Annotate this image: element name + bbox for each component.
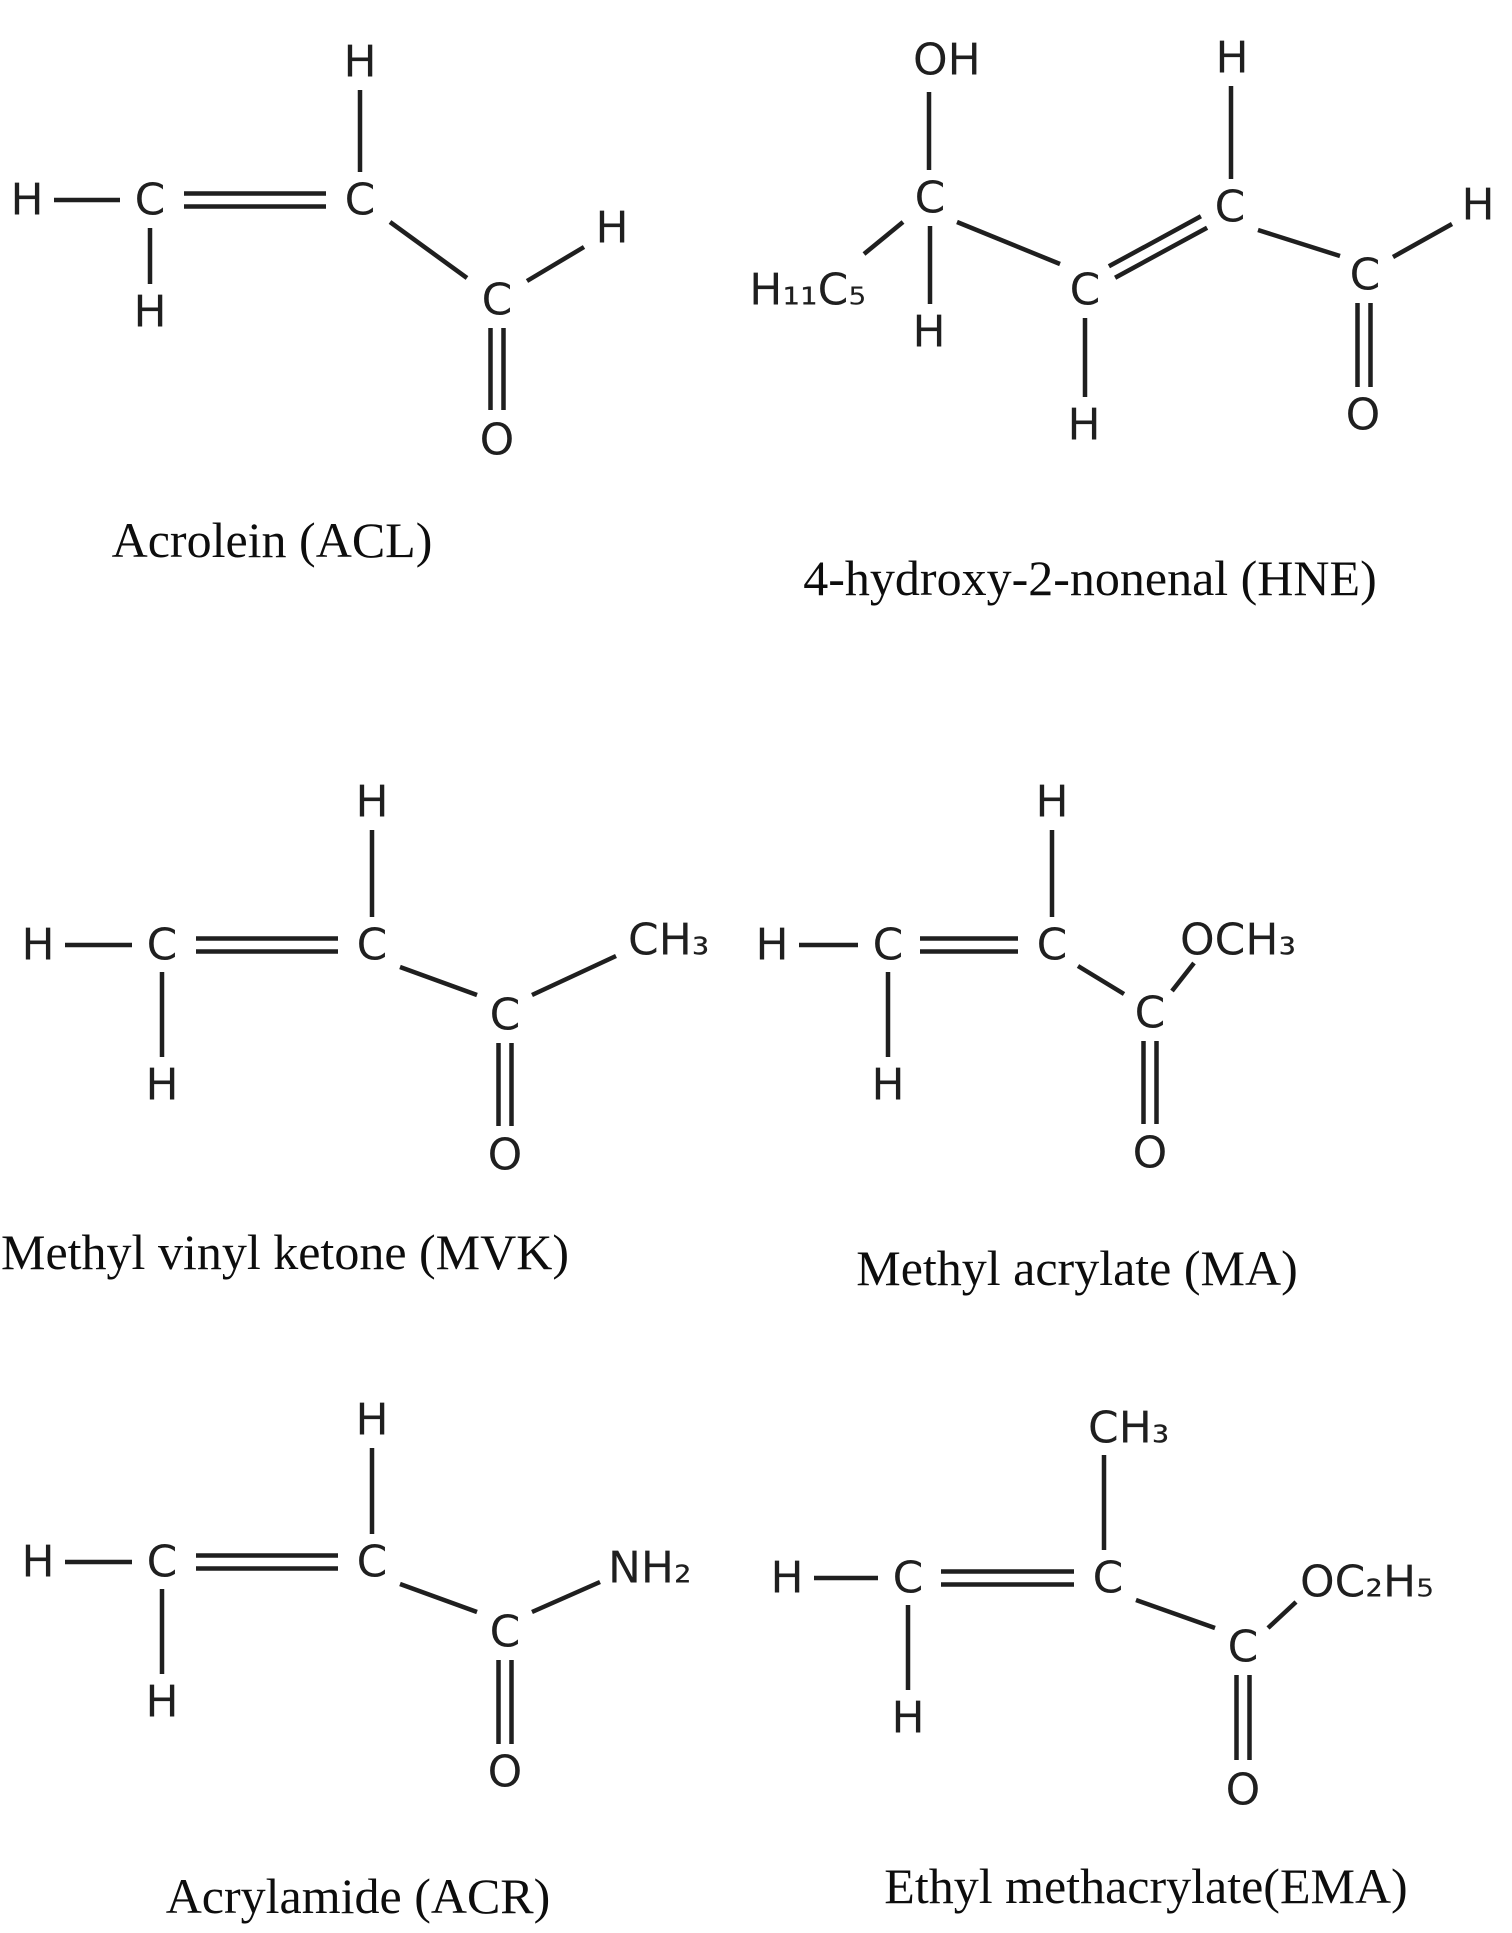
caption-ema: Ethyl methacrylate(EMA) bbox=[884, 1858, 1408, 1914]
molecule-hne: OH C H₁₁C₅ H C H C H C H O bbox=[749, 33, 1494, 451]
atom-label: CH₃ bbox=[1088, 1403, 1169, 1454]
caption-acr: Acrylamide (ACR) bbox=[165, 1868, 551, 1924]
double-bond bbox=[1114, 225, 1209, 280]
atom-label: C bbox=[490, 990, 521, 1041]
molecule-acl: H C C H H C H O bbox=[10, 37, 628, 466]
atom-label: H bbox=[21, 920, 54, 971]
atom-label: O bbox=[488, 1130, 523, 1181]
atom-label: O bbox=[488, 1747, 523, 1798]
atom-label: H bbox=[1035, 777, 1068, 828]
caption-hne: 4-hydroxy-2-nonenal (HNE) bbox=[803, 550, 1377, 606]
atom-label: C bbox=[893, 1553, 924, 1604]
atom-label: O bbox=[1133, 1128, 1168, 1179]
atom-label: H bbox=[912, 307, 945, 358]
atom-label: C bbox=[482, 275, 513, 326]
atom-label: C bbox=[1070, 265, 1101, 316]
atom-label: H₁₁C₅ bbox=[749, 265, 866, 316]
single-bond bbox=[399, 964, 478, 998]
atom-label: C bbox=[1215, 182, 1246, 233]
atom-label: C bbox=[1135, 988, 1166, 1039]
caption-mvk: Methyl vinyl ketone (MVK) bbox=[1, 1224, 569, 1280]
atom-label: H bbox=[355, 777, 388, 828]
atom-label: H bbox=[1067, 400, 1100, 451]
atom-label: C bbox=[1228, 1622, 1259, 1673]
single-bond bbox=[399, 1581, 478, 1615]
atom-label: C bbox=[357, 1537, 388, 1588]
single-bond bbox=[525, 245, 586, 283]
caption-acrolein: Acrolein (ACL) bbox=[111, 512, 433, 568]
atom-label: H bbox=[10, 175, 43, 226]
single-bond bbox=[1135, 1597, 1216, 1631]
atom-label: H bbox=[755, 920, 788, 971]
atom-label: H bbox=[891, 1693, 924, 1744]
atom-label: H bbox=[145, 1677, 178, 1728]
atom-label: C bbox=[490, 1607, 521, 1658]
atom-label: O bbox=[480, 415, 515, 466]
molecule-ema: H C C CH₃ H C OC₂H₅ O bbox=[770, 1403, 1433, 1816]
atom-label: C bbox=[135, 175, 166, 226]
atom-label: OCH₃ bbox=[1180, 915, 1296, 966]
atom-label: H bbox=[1215, 33, 1248, 84]
atom-label: C bbox=[147, 920, 178, 971]
atom-label: OC₂H₅ bbox=[1300, 1557, 1434, 1608]
single-bond bbox=[1170, 961, 1196, 993]
single-bond bbox=[531, 953, 617, 998]
atom-label: H bbox=[1461, 180, 1494, 231]
molecule-acr: H C C H H C NH₂ O bbox=[21, 1395, 691, 1798]
atom-label: OH bbox=[913, 35, 981, 86]
single-bond bbox=[862, 220, 905, 256]
atom-label: H bbox=[355, 1395, 388, 1446]
single-bond bbox=[1391, 222, 1454, 259]
double-bond bbox=[1107, 214, 1202, 269]
single-bond bbox=[1257, 227, 1341, 259]
atom-label: O bbox=[1346, 390, 1381, 441]
atom-label: C bbox=[1037, 920, 1068, 971]
single-bond bbox=[1266, 1600, 1298, 1630]
atom-label: C bbox=[873, 920, 904, 971]
caption-ma: Methyl acrylate (MA) bbox=[856, 1240, 1298, 1296]
single-bond bbox=[388, 220, 469, 280]
atom-label: H bbox=[343, 37, 376, 88]
atom-label: CH₃ bbox=[628, 915, 709, 966]
atom-label: NH₂ bbox=[608, 1543, 692, 1594]
atom-label: H bbox=[145, 1060, 178, 1111]
atom-label: H bbox=[770, 1553, 803, 1604]
atom-label: H bbox=[133, 287, 166, 338]
atom-label: C bbox=[357, 920, 388, 971]
molecule-mvk: H C C H H C CH₃ O bbox=[21, 777, 709, 1181]
molecule-ma: H C C H H C OCH₃ O bbox=[755, 777, 1296, 1179]
single-bond bbox=[531, 1579, 601, 1615]
atom-label: C bbox=[915, 173, 946, 224]
single-bond bbox=[1076, 964, 1126, 996]
atom-label: C bbox=[1093, 1553, 1124, 1604]
atom-label: H bbox=[871, 1060, 904, 1111]
atom-label: C bbox=[345, 175, 376, 226]
atom-label: C bbox=[1350, 250, 1381, 301]
single-bond bbox=[956, 219, 1061, 267]
atom-label: O bbox=[1226, 1765, 1261, 1816]
atom-label: C bbox=[147, 1537, 178, 1588]
atom-label: H bbox=[21, 1537, 54, 1588]
atom-label: H bbox=[595, 203, 628, 254]
